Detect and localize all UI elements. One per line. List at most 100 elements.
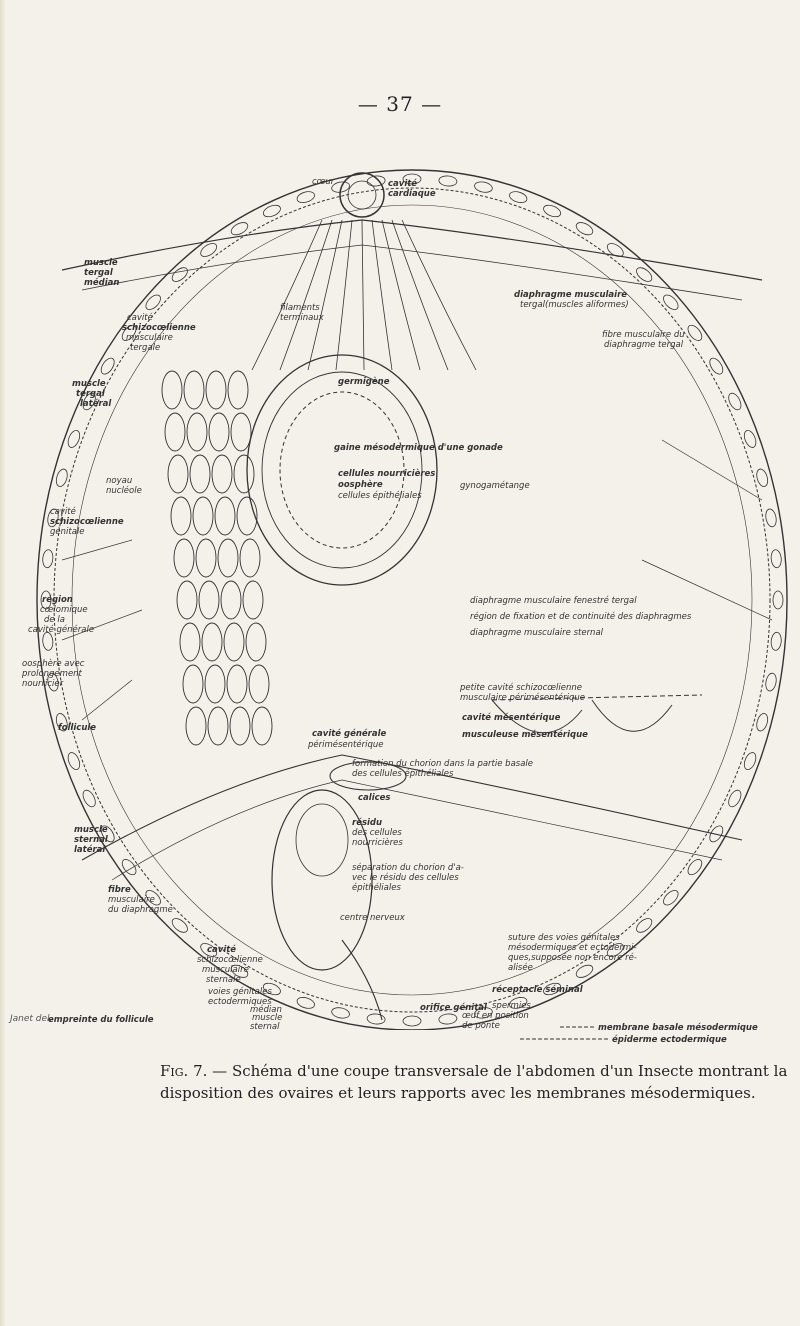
wall-muscle-cell <box>121 324 137 341</box>
label-cavite-mesenterique: cavité mésentérique <box>462 712 561 723</box>
label-cavite-generale-1: cavité générale <box>312 728 387 739</box>
wall-muscle-cell <box>743 429 757 448</box>
label-orifice: orifice génital <box>420 1002 488 1013</box>
label-filaments-1: filaments <box>280 303 320 313</box>
label-residu-1: résidu <box>352 817 382 828</box>
label-cavite-sternale-1: cavité <box>207 944 236 955</box>
figure-caption: Fig. 7. — Schéma d'une coupe transversal… <box>160 1060 790 1104</box>
label-region-fixation: région de fixation et de continuité des … <box>470 611 692 622</box>
label-gaine: gaine mésodermique d'une gonade <box>334 442 503 453</box>
wall-muscle-cell <box>728 392 742 411</box>
ovariole-chamber <box>189 454 211 494</box>
wall-muscle-cell <box>438 175 458 187</box>
ovariole-chamber <box>192 496 214 536</box>
radial-fibres <box>61 439 773 721</box>
wall-muscle-cell <box>82 789 96 808</box>
wall-muscle-cell <box>663 890 679 906</box>
wall-muscle-cell <box>728 789 742 808</box>
label-muscle-tergal-median-1: muscle <box>84 258 118 268</box>
diaphragme-sternal <box>81 754 743 861</box>
label-centre-nerveux: centre nerveux <box>340 913 406 923</box>
label-calices: calices <box>358 793 390 803</box>
wall-muscle-cell <box>743 752 757 771</box>
ovariole-chamber <box>242 580 264 620</box>
label-muscle-sternal-median-3: médian <box>250 1004 282 1015</box>
ovariole-chamber <box>204 664 226 704</box>
wall-muscle-cell <box>145 890 161 906</box>
wall-muscle-cell <box>402 173 422 185</box>
wall-muscle-cell <box>709 825 724 843</box>
wall-muscle-cell <box>331 1007 350 1019</box>
wall-muscle-cell <box>200 243 218 257</box>
mesenteron-inner <box>261 371 423 569</box>
cavite-cardiaque-outline <box>347 180 377 210</box>
wall-muscle-cell <box>663 294 679 310</box>
ovariole-chamber <box>236 496 258 536</box>
ovariole-chamber <box>211 454 233 494</box>
ovariole-chamber <box>205 370 227 410</box>
label-suture-2: mésodermiques et ectodermi- <box>508 942 637 953</box>
wall-muscle-cell <box>42 631 54 651</box>
label-cavite-sternale-3: musculaire <box>202 965 249 975</box>
wall-muscle-cell <box>331 181 350 193</box>
ovariole-chamber <box>183 370 205 410</box>
label-cellules-nourricieres: cellules nourricières <box>338 468 435 479</box>
label-noyau: noyau <box>106 476 132 486</box>
ovariole-chamber <box>223 622 245 662</box>
label-follicule: follicule <box>58 723 96 733</box>
ovariole-chamber <box>161 370 183 410</box>
wall-muscle-cell <box>772 590 784 610</box>
membrane-basale-outline <box>53 187 771 1013</box>
label-oeuf-1: œuf en position <box>462 1011 529 1021</box>
label-cavite-cardiaque-2: cardiaque <box>388 189 436 199</box>
label-cavite-schizo-tergale-3: musculaire <box>126 333 173 343</box>
label-region-coelomique-1: région <box>42 594 73 605</box>
wall-muscle-cell <box>42 549 54 569</box>
page-edge-shadow <box>0 0 6 1326</box>
label-separation-3: épithéliales <box>352 882 401 893</box>
filament-line <box>251 219 323 371</box>
label-cavite-sternale-2: schizocœlienne <box>197 955 263 965</box>
label-fibre-musc-diaph-3: du diaphragme <box>108 905 173 915</box>
wall-muscle-cell <box>509 997 528 1009</box>
label-petite-cavite-2: musculaire périmésentérique <box>460 692 585 703</box>
wall-muscle-cell <box>509 191 528 203</box>
ovariole-chamber <box>226 664 248 704</box>
label-germigene: germigène <box>338 376 390 387</box>
label-voies-genitales-2: ectodermiques <box>208 997 272 1007</box>
label-cavite-schizo-genitale-2: schizocœlienne <box>50 517 124 527</box>
filament-line <box>335 219 353 371</box>
label-separation-2: vec le résidu des cellules <box>352 872 459 883</box>
wall-muscle-cell <box>200 943 218 957</box>
label-diaphragme-fenestre: diaphragme musculaire fenestré tergal <box>470 595 637 606</box>
caption-text: — Schéma d'une coupe transversale de l'a… <box>160 1062 788 1102</box>
wall-muscle-cell <box>770 549 782 569</box>
ovariole-chamber <box>164 412 186 452</box>
ovariole-chamber <box>233 454 255 494</box>
ovariole-chamber <box>185 706 207 746</box>
diaphragme-tergal-inner <box>81 244 743 301</box>
diaphragme-tergal <box>61 219 763 281</box>
wall-muscle-cell <box>40 590 52 610</box>
label-formation-chorion-2: des cellules épithéliales <box>352 768 454 779</box>
wall-muscle-cell <box>543 982 562 996</box>
wall-muscle-cell <box>770 631 782 651</box>
wall-muscle-cell <box>438 1013 458 1025</box>
label-diaphragme-tergal-1: diaphragme musculaire <box>514 290 627 300</box>
ovariole-chamber <box>182 664 204 704</box>
label-diaphragme-sternal: diaphragme musculaire sternal <box>470 628 604 638</box>
ovariole-chamber <box>229 706 251 746</box>
label-oosphere-prolong-3: nourricier <box>22 679 64 689</box>
wall-muscle-cell <box>606 943 624 957</box>
ovarioles <box>161 370 273 746</box>
wall-muscle-cell <box>709 357 724 375</box>
wall-muscle-cell <box>100 357 115 375</box>
ovariole-chamber <box>198 580 220 620</box>
label-region-coelomique-3: de la <box>44 615 65 625</box>
diagram-labels: cœur cavité cardiaque muscle tergal médi… <box>21 177 692 1032</box>
wall-muscle-cell <box>121 859 137 876</box>
label-cavite-schizo-tergale-4: tergale <box>130 343 160 353</box>
label-muscle-sternal-median-1: muscle <box>252 1013 282 1023</box>
label-cellules-epitheliales: cellules épithéliales <box>338 490 422 501</box>
wall-muscle-cell <box>575 222 594 236</box>
